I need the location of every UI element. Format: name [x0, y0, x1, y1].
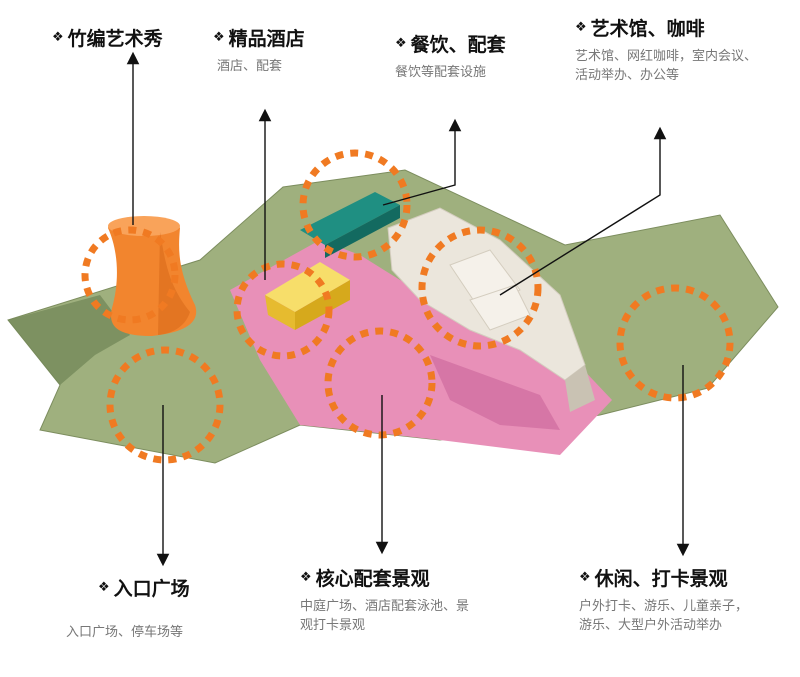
dining-block: [300, 192, 400, 245]
diamond-icon: ❖: [213, 30, 225, 45]
leader-dining: [382, 118, 462, 206]
leader-art: [499, 126, 667, 296]
highlight-circle-dining: [299, 149, 411, 261]
label-title: 入口广场: [113, 578, 190, 600]
label-title: 餐饮、配套: [410, 34, 506, 56]
label-title: 竹编艺术秀: [67, 28, 163, 50]
hotel-block-top: [265, 262, 350, 312]
hotel-block-side: [295, 280, 350, 330]
label-desc: 中庭广场、酒店配套泳池、景观打卡景观: [300, 599, 470, 633]
label-title: 艺术馆、咖啡: [590, 18, 705, 40]
label-boutique-hotel: ❖精品酒店 酒店、配套: [213, 24, 305, 76]
label-title: 核心配套景观: [315, 568, 430, 590]
label-desc-entrance: 入口广场、停车场等: [66, 625, 184, 640]
label-desc: 酒店、配套: [217, 59, 283, 74]
bamboo-tower-shade: [158, 232, 190, 335]
highlight-circle-entrance: [106, 346, 224, 464]
diamond-icon: ❖: [575, 20, 587, 35]
hotel-block-front: [265, 295, 295, 330]
label-leisure-landscape: ❖休闲、打卡景观 户外打卡、游乐、儿童亲子，游乐、大型户外活动举办: [579, 564, 759, 635]
diamond-icon: ❖: [395, 36, 407, 51]
highlight-circle-core: [324, 327, 436, 439]
highlight-circle-hotel: [233, 260, 333, 360]
label-title: 休闲、打卡景观: [594, 568, 728, 590]
diamond-icon: ❖: [52, 30, 64, 45]
highlight-circle-bamboo: [81, 226, 179, 324]
label-entrance-plaza: ❖入口广场: [98, 574, 190, 601]
label-desc: 餐饮等配套设施: [395, 65, 487, 80]
label-desc: 户外打卡、游乐、儿童亲子，游乐、大型户外活动举办: [579, 599, 749, 633]
label-title: 精品酒店: [228, 28, 305, 50]
bamboo-tower-top: [108, 216, 180, 236]
label-bamboo-art-show: ❖竹编艺术秀: [52, 24, 163, 51]
highlight-circle-leisure: [616, 284, 734, 402]
ground-shadow: [8, 295, 130, 385]
diamond-icon: ❖: [300, 570, 312, 585]
label-dining: ❖餐饮、配套 餐饮等配套设施: [395, 30, 506, 82]
museum-side: [565, 365, 595, 412]
label-desc: 艺术馆、网红咖啡，室内会议、活动举办、办公等: [575, 49, 758, 83]
diamond-icon: ❖: [579, 570, 591, 585]
museum-wing-2: [469, 284, 531, 331]
dining-block-side: [325, 205, 400, 258]
highlight-circle-museum: [418, 226, 542, 350]
label-art-museum-cafe: ❖艺术馆、咖啡 艺术馆、网红咖啡，室内会议、活动举办、办公等: [575, 14, 760, 85]
diamond-icon: ❖: [98, 580, 110, 595]
ground-pink-shadow: [430, 355, 560, 430]
label-core-landscape: ❖核心配套景观 中庭广场、酒店配套泳池、景观打卡景观: [300, 564, 475, 635]
